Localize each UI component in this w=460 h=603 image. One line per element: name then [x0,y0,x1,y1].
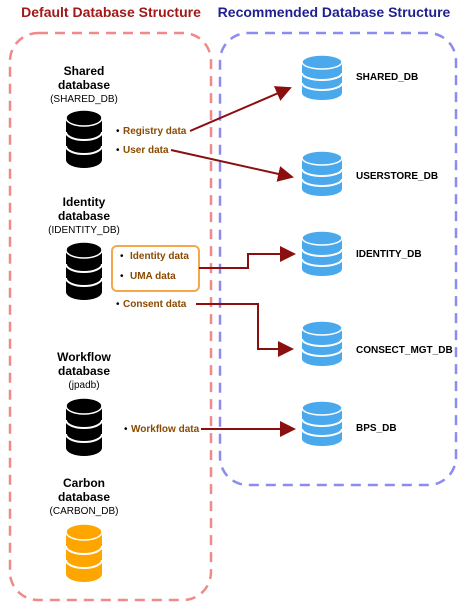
database-icon [65,397,103,456]
left-heading: Default Database Structure [21,4,201,20]
recommended-structure-container [218,31,458,487]
workflow-database-title-line2: database [58,364,110,378]
database-icon [301,150,343,196]
target-label-userstore-db: USERSTORE_DB [356,171,438,182]
identity-database-title-line1: Identity [63,195,106,209]
target-label-identity-db: IDENTITY_DB [356,249,422,260]
carbon-database-title-line2: database [58,490,110,504]
bullet-icon: • [116,126,120,137]
database-icon [301,230,343,276]
carbon-database-title-line1: Carbon [63,476,105,490]
mapping-arrows [170,86,296,437]
arrow-registry-to-shared-db [189,86,292,132]
bullet-icon: • [116,145,120,156]
arrow-consent-to-consent-mgt-db [196,303,294,357]
database-icon [301,400,343,446]
arrow-user-to-userstore-db [170,149,294,182]
item-workflow-data: Workflow data [131,424,200,435]
database-icon [65,109,103,168]
workflow-database-subtitle: (jpadb) [68,380,99,391]
bullet-icon: • [116,299,120,310]
target-label-bps-db: BPS_DB [356,423,397,434]
item-consent-data: Consent data [123,299,187,310]
default-structure-container [8,31,213,602]
database-icon [65,241,103,300]
arrow-identity-to-identity-db [199,246,296,269]
database-icon [301,54,343,100]
bullet-icon: • [124,424,128,435]
shared-database-title-line2: database [58,78,110,92]
item-identity-data: Identity data [130,251,189,262]
database-icon [301,320,343,366]
identity-database-subtitle: (IDENTITY_DB) [48,225,120,236]
shared-database-title-line1: Shared [64,64,105,78]
target-label-shared-db: SHARED_DB [356,72,418,83]
bullet-icon: • [120,251,124,262]
item-registry-data: Registry data [123,126,187,137]
identity-database-title-line2: database [58,209,110,223]
item-uma-data: UMA data [130,271,176,282]
bullet-icon: • [120,271,124,282]
workflow-database-title-line1: Workflow [57,350,111,364]
shared-database-subtitle: (SHARED_DB) [50,94,118,105]
item-user-data: User data [123,145,169,156]
carbon-database-subtitle: (CARBON_DB) [50,506,119,517]
target-label-consect-mgt-db: CONSECT_MGT_DB [356,345,453,356]
right-heading: Recommended Database Structure [218,4,451,20]
database-icon [65,523,103,582]
